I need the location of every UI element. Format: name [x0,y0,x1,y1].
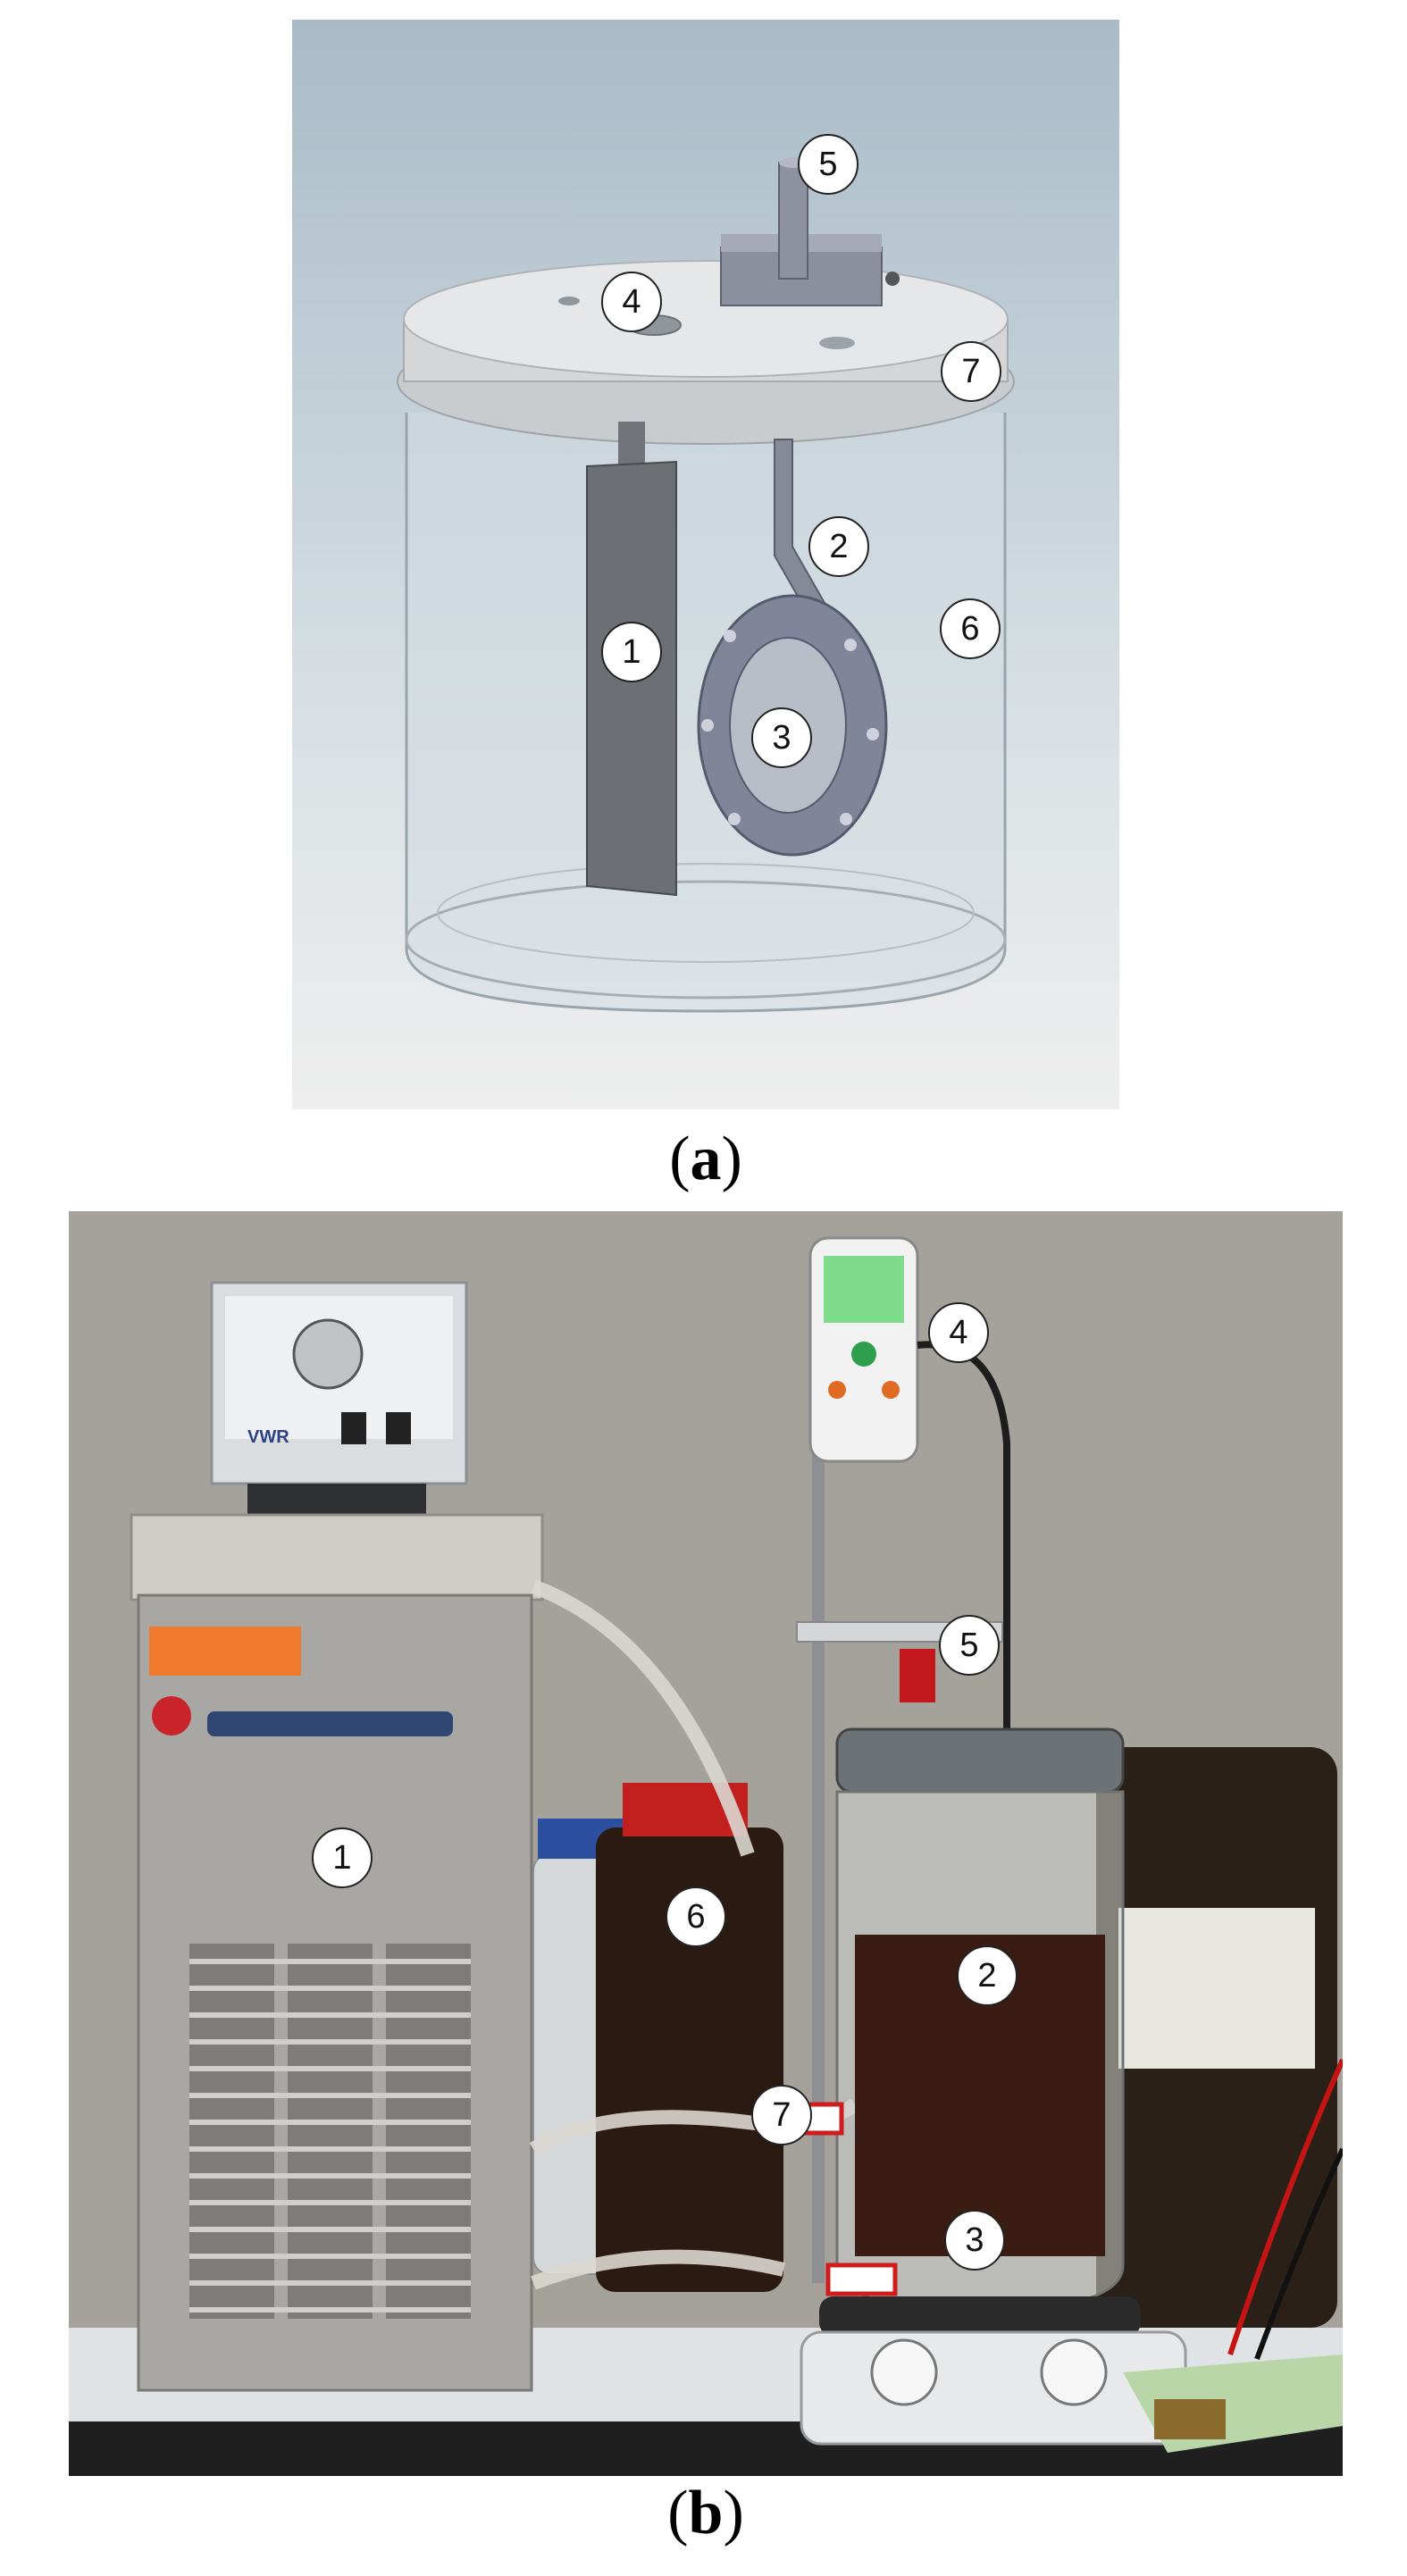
stirrer-knob-speed [870,2338,938,2406]
thermometer-button-orange [828,1381,846,1399]
gold-sample [1154,2399,1226,2439]
label-marker-4: 4 [928,1302,989,1363]
cad-rendering-panel: 1 2 3 4 5 6 7 [292,20,1119,1109]
lab-setup-photo-panel: 1 2 3 4 5 6 7 VWR [69,1211,1343,2476]
stand-rod [812,1443,825,2283]
chiller-brand-logo: VWR [247,1427,289,1447]
chiller-top [130,1513,544,1602]
cad-drawing [397,157,1015,1013]
label-marker-2: 2 [957,1945,1018,2006]
temperature-dial [292,1318,364,1390]
power-switch [341,1412,366,1444]
magnetic-stirrer [800,2330,1187,2446]
outlet-fitting [825,2262,898,2296]
label-marker-7: 7 [941,341,1001,402]
thermometer-button-green [851,1342,876,1367]
label-marker-2: 2 [808,516,869,577]
panel-b-caption: (b) [667,2479,744,2547]
ring-screw [728,813,741,825]
stirrer-plate [819,2296,1141,2337]
lab-setup-drawing [69,1211,1343,2476]
label-marker-6: 6 [940,598,1001,659]
thermometer-button-orange [882,1381,900,1399]
label-marker-3: 3 [944,2210,1005,2271]
label-marker-5: 5 [798,134,858,195]
stirrer-knob-heat [1040,2338,1108,2406]
lid-hole-right [819,337,855,349]
label-marker-6: 6 [666,1886,726,1947]
red-wire [1227,2058,1343,2355]
ring-screw [724,630,736,642]
label-marker-1: 1 [601,622,662,682]
coolant-tube-return [531,2249,785,2290]
ring-screw [844,639,857,651]
ring-screw [840,813,852,825]
lid-hole-small [558,297,580,305]
label-marker-3: 3 [751,707,812,768]
black-wire [1254,2147,1343,2361]
holder-screw [885,272,900,286]
label-marker-1: 1 [312,1827,373,1888]
label-marker-5: 5 [939,1615,1000,1676]
glass-beaker-bottom-rim [405,880,1007,999]
ring-screw [867,728,879,740]
vent-slots [189,1959,471,2313]
red-clip [900,1649,935,1702]
pump-switch [386,1412,411,1444]
cell-lid [835,1727,1125,1794]
chiller-handle [207,1711,453,1736]
coolant-tube-upper [531,1579,755,1857]
panel-a-caption: (a) [669,1125,742,1193]
brown-bottle [596,1827,783,2292]
large-bottle-label [1118,1908,1315,2069]
chiller-vent-grille [189,1944,471,2319]
label-marker-7: 7 [751,2085,812,2145]
warning-label [149,1627,301,1676]
thermometer-display [824,1256,904,1323]
ring-screw [701,719,714,732]
lid-top [403,260,1009,378]
label-marker-4: 4 [601,272,662,332]
brand-sticker [152,1696,191,1735]
glass-beaker-bottom-inner [437,863,975,963]
